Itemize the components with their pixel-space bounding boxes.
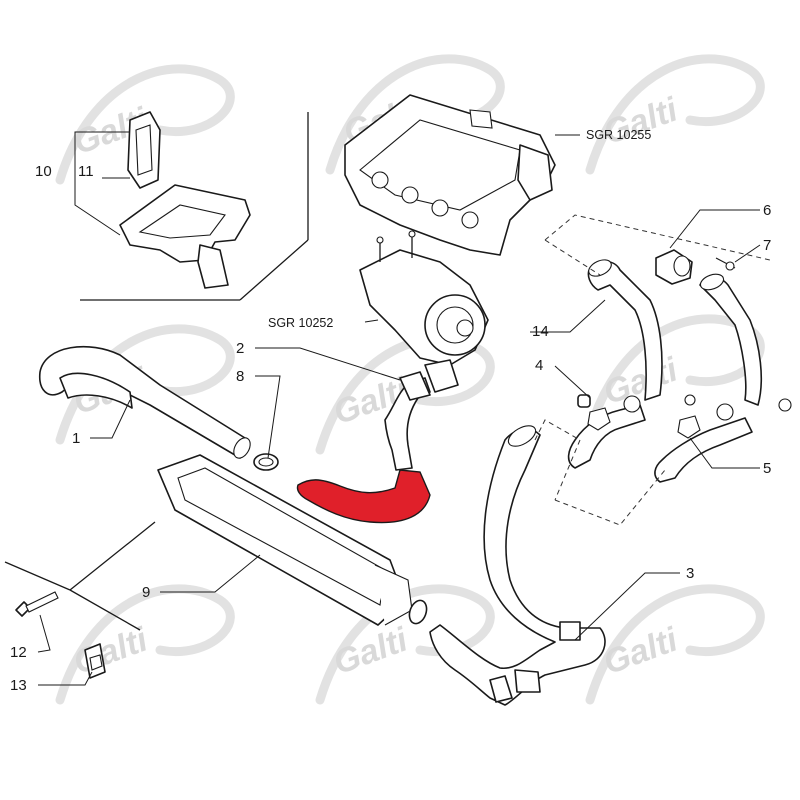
callout-14: 14 bbox=[532, 323, 549, 340]
ref-manifold: SGR 10255 bbox=[586, 128, 651, 142]
callout-13: 13 bbox=[10, 677, 27, 694]
callout-1: 1 bbox=[72, 430, 80, 447]
callout-7: 7 bbox=[763, 237, 771, 254]
watermark-text: Galti bbox=[598, 620, 683, 682]
part-13-clip bbox=[84, 643, 106, 679]
part-2-hose bbox=[296, 371, 431, 524]
dashed-guides bbox=[534, 214, 771, 526]
part-12-bolt bbox=[15, 591, 59, 617]
part-4-clip bbox=[577, 394, 591, 408]
fasteners bbox=[15, 591, 106, 679]
watermark-text: Galti bbox=[598, 350, 683, 412]
watermark-text: Galti bbox=[598, 90, 683, 152]
part-9-intercooler bbox=[157, 454, 428, 626]
callout-4: 4 bbox=[535, 357, 543, 374]
part-5-pipe bbox=[654, 273, 763, 483]
bracket-assembly bbox=[119, 111, 251, 289]
leader-lines bbox=[37, 131, 761, 686]
callout-11: 11 bbox=[78, 163, 94, 180]
intake-manifold bbox=[344, 94, 556, 256]
highlighted-hose bbox=[296, 469, 431, 524]
callout-6: 6 bbox=[763, 202, 771, 219]
callout-9: 9 bbox=[142, 584, 150, 601]
callout-2: 2 bbox=[236, 340, 244, 357]
part-1-hose bbox=[38, 345, 251, 459]
small-parts bbox=[577, 249, 792, 412]
watermark-text: Galti bbox=[328, 620, 413, 682]
divider-lines bbox=[4, 112, 309, 631]
part-14-pipe bbox=[567, 259, 663, 469]
watermark-text: Galti bbox=[68, 620, 153, 682]
part-3-hose bbox=[429, 425, 606, 706]
callout-labels: 10 11 SGR 10255 SGR 10252 2 8 1 14 4 6 7… bbox=[10, 128, 771, 694]
callout-8: 8 bbox=[236, 368, 244, 385]
callout-3: 3 bbox=[686, 565, 694, 582]
ref-turbo: SGR 10252 bbox=[268, 316, 333, 330]
callout-10: 10 bbox=[35, 163, 52, 180]
part-8-clamp bbox=[253, 453, 279, 471]
callout-5: 5 bbox=[763, 460, 771, 477]
callout-12: 12 bbox=[10, 644, 27, 661]
turbocharger bbox=[359, 230, 489, 393]
